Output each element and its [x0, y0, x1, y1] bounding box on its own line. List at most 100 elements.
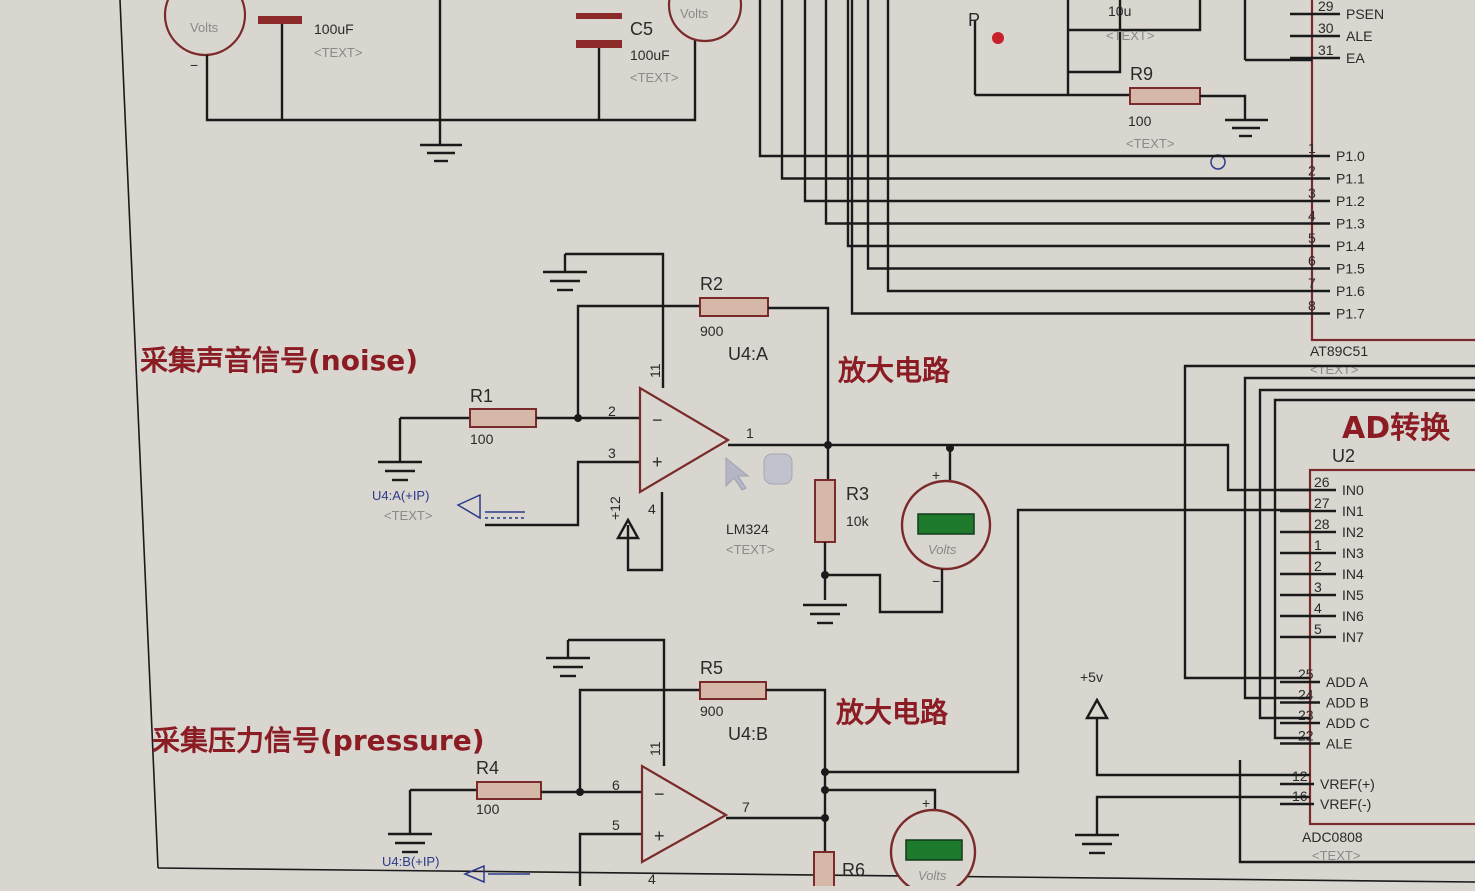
- adc-ctl-pin-name-3: ALE: [1326, 736, 1352, 752]
- opamp-b-section: 采集压力信号(pressure) 放大电路 R5 900 R4 100 − + …: [152, 638, 977, 891]
- ad-section-title: AD转换: [1342, 411, 1451, 446]
- adc-in-pin-num-1: 27: [1314, 495, 1330, 511]
- supply-5v-icon: [1084, 697, 1110, 720]
- svg-text:2: 2: [608, 403, 616, 419]
- mcu-p1-pin-name-0: P1.0: [1336, 148, 1365, 164]
- amp-title-1: 放大电路: [837, 354, 951, 387]
- probe-a-icon: [456, 493, 481, 520]
- mcu-top-pin-name-2: EA: [1346, 50, 1365, 66]
- adc-in-pin-num-3: 1: [1314, 537, 1322, 553]
- port1-bus-wire-1: [780, 0, 1290, 180]
- port1-bus-wire-0: [758, 0, 1290, 158]
- port1-bus-wire-5: [866, 0, 1290, 270]
- mcu-p1-pin-name-2: P1.2: [1336, 193, 1365, 209]
- reset-button: [992, 32, 1004, 44]
- resistor-r9-value: 100: [1128, 113, 1152, 129]
- mcu-p1-pin-num-2: 3: [1308, 185, 1316, 201]
- resistor-r4-name: R4: [476, 758, 499, 778]
- adc-in-pin-name-1: IN1: [1342, 503, 1364, 519]
- voltmeter-top-left: [163, 0, 247, 57]
- port1-bus-wires: [758, 0, 1290, 315]
- svg-text:<TEXT>: <TEXT>: [630, 70, 678, 85]
- resistor-r4: [476, 781, 542, 800]
- probe-b-label: U4:B(+IP): [382, 854, 439, 869]
- amp-title-2: 放大电路: [835, 696, 949, 729]
- svg-text:6: 6: [612, 777, 620, 793]
- adc-ctl-pin-num-1: 24: [1298, 687, 1314, 703]
- voltmeter-b-display: [905, 839, 963, 861]
- resistor-r1: [469, 408, 537, 428]
- resistor-r4-value: 100: [476, 801, 500, 817]
- svg-text:−: −: [654, 784, 665, 804]
- mcu-p1-pin-num-3: 4: [1308, 208, 1316, 224]
- noise-section-title: 采集声音信号(noise): [140, 344, 418, 377]
- port1-bus-wire-7: [850, 0, 1290, 315]
- adc-part: ADC0808: [1302, 829, 1363, 845]
- svg-text:4: 4: [648, 871, 656, 886]
- resistor-r2-name: R2: [700, 274, 723, 294]
- opamp-u4a-part: LM324: [726, 521, 769, 537]
- mcu-p1-pin-name-5: P1.5: [1336, 261, 1365, 277]
- adc-in-pin-num-5: 3: [1314, 579, 1322, 595]
- mcu-p1-pin-num-6: 7: [1308, 275, 1316, 291]
- adc-in-pin-num-2: 28: [1314, 516, 1330, 532]
- port1-bus-wire-4: [846, 0, 1290, 248]
- resistor-r9-name: R9: [1130, 64, 1153, 84]
- adc-ctl-pin-num-2: 23: [1298, 707, 1314, 723]
- opamp-u4b: [640, 764, 729, 864]
- resistor-r5: [699, 681, 767, 700]
- resistor-r6: [813, 851, 835, 891]
- mcu-top-pin-name-0: PSEN: [1346, 6, 1384, 22]
- adc-in-pin-name-3: IN3: [1342, 545, 1364, 561]
- svg-text:11: 11: [647, 741, 663, 756]
- adc-in-pin-num-6: 4: [1314, 600, 1322, 616]
- mcu-p1-pin-num-1: 2: [1308, 163, 1316, 179]
- svg-text:Volts: Volts: [680, 6, 709, 21]
- mcu-top-pin-num-1: 30: [1318, 20, 1334, 36]
- capacitor-c5-value: 100uF: [630, 47, 670, 63]
- resistor-r3: [814, 479, 836, 543]
- mcu-top-pin-num-2: 31: [1318, 42, 1334, 58]
- top-left-power-section: Volts − 100uF <TEXT> C5 100uF <TEXT> Vol…: [163, 0, 743, 163]
- mcu-part: AT89C51: [1310, 343, 1368, 359]
- svg-text:Volts: Volts: [918, 868, 947, 883]
- svg-text:11: 11: [647, 363, 663, 378]
- adc-ctl-pin-num-0: 25: [1298, 666, 1314, 682]
- svg-text:+: +: [922, 795, 930, 811]
- svg-text:+: +: [932, 467, 940, 483]
- opamp-a-section: 采集声音信号(noise) 放大电路 R2 900 R1 100 U4:A(+I…: [140, 252, 1310, 625]
- supply-12v-label: +12: [607, 496, 623, 520]
- adc-in-pin-name-4: IN4: [1342, 566, 1364, 582]
- mcu-p1-pin-name-7: P1.7: [1336, 306, 1365, 322]
- svg-text:3: 3: [608, 445, 616, 461]
- svg-text:−: −: [932, 573, 940, 589]
- adc-body: [1308, 468, 1475, 826]
- opamp-u4b-name: U4:B: [728, 724, 768, 744]
- probe-a-label: U4:A(+IP): [372, 488, 429, 503]
- mcu-top-pin-num-0: 29: [1318, 0, 1334, 14]
- opamp-u4a-name: U4:A: [728, 344, 768, 364]
- resistor-r3-name: R3: [846, 484, 869, 504]
- svg-text:4: 4: [648, 501, 656, 517]
- adc-u2-name: U2: [1332, 446, 1355, 466]
- adc-ctl-pin-num-3: 22: [1298, 728, 1314, 744]
- mcu-p1-pin-name-6: P1.6: [1336, 283, 1365, 299]
- port1-bus-wire-6: [886, 0, 1290, 293]
- mcu-p1-pin-num-0: 1: [1308, 140, 1316, 156]
- mcu-p1-pin-num-4: 5: [1308, 230, 1316, 246]
- adc-ref-pin-name-0: VREF(+): [1320, 776, 1375, 792]
- resistor-r3-value: 10k: [846, 513, 870, 529]
- svg-text:<TEXT>: <TEXT>: [1310, 362, 1358, 377]
- adc-in-pin-name-6: IN6: [1342, 608, 1364, 624]
- opamp-u4a: [638, 386, 731, 494]
- adc-in-pin-num-7: 5: [1314, 621, 1322, 637]
- resistor-r5-name: R5: [700, 658, 723, 678]
- resistor-r9: [1129, 87, 1201, 105]
- adc-in-pin-name-2: IN2: [1342, 524, 1364, 540]
- svg-text:Volts: Volts: [928, 542, 957, 557]
- adc-ref-pin-name-1: VREF(-): [1320, 796, 1371, 812]
